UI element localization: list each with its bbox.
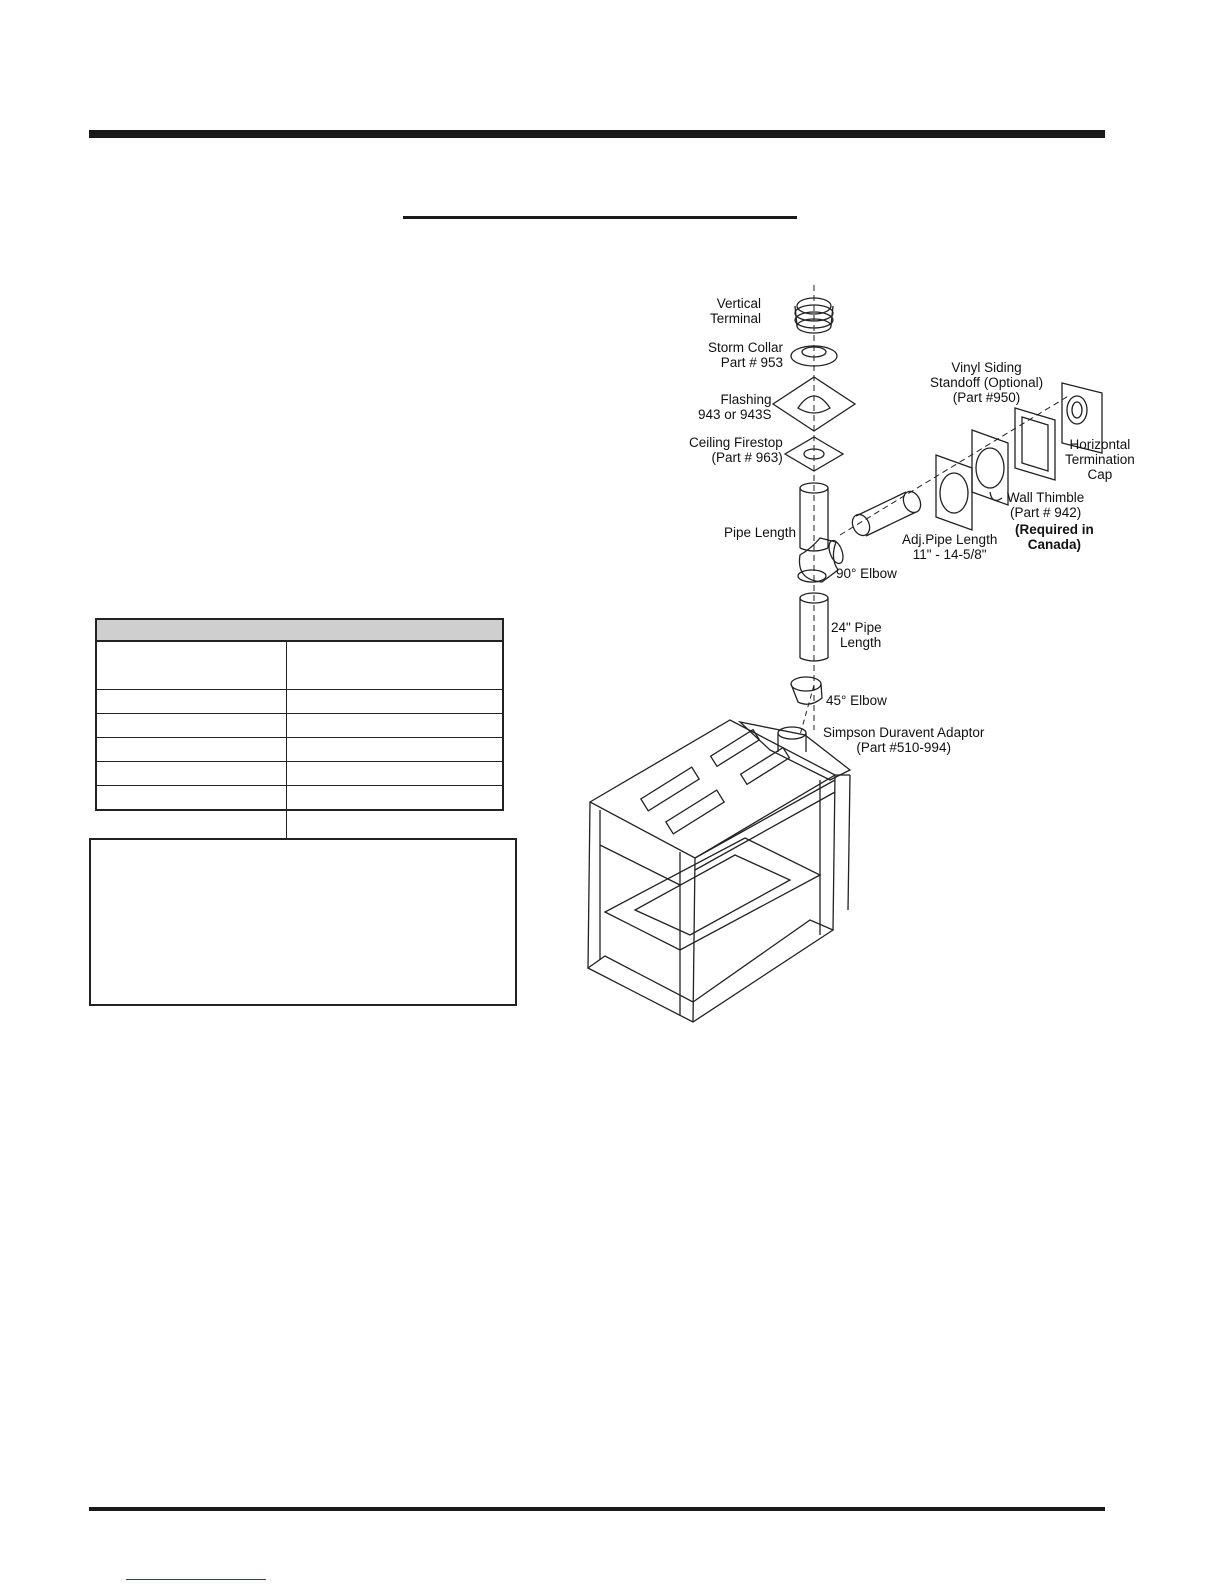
storm-collar-part bbox=[790, 345, 838, 367]
vinyl-siding-part bbox=[1014, 407, 1056, 481]
ceiling-firestop-part bbox=[783, 436, 845, 472]
label-ceiling-firestop: Ceiling Firestop(Part # 963) bbox=[689, 435, 783, 465]
note-box bbox=[89, 838, 517, 1006]
firebox-part bbox=[586, 719, 852, 1023]
table-row-divider bbox=[97, 785, 502, 786]
header-rule bbox=[89, 130, 1105, 138]
table-row-divider bbox=[97, 761, 502, 762]
table-row-divider bbox=[97, 689, 502, 690]
elbow-90-part bbox=[797, 537, 844, 583]
vent-diagram-drawing bbox=[586, 285, 1103, 1023]
title-underline bbox=[403, 216, 797, 219]
label-adaptor: Simpson Duravent Adaptor(Part #510-994) bbox=[823, 725, 985, 755]
adj-pipe-part bbox=[851, 490, 922, 537]
label-elbow-45: 45° Elbow bbox=[826, 693, 887, 708]
elbow-45-part bbox=[790, 676, 823, 705]
table-column-divider bbox=[286, 642, 287, 838]
table-row-divider bbox=[97, 737, 502, 738]
spec-table-header bbox=[97, 620, 502, 642]
pipe-24-part bbox=[799, 592, 829, 662]
label-wall-thimble: Wall Thimble(Part # 942) bbox=[1007, 490, 1085, 520]
footer-rule bbox=[89, 1507, 1105, 1511]
label-pipe-length: Pipe Length bbox=[724, 525, 797, 540]
wall-thimble-part bbox=[935, 429, 1009, 531]
footer-link-underline[interactable] bbox=[126, 1579, 266, 1580]
vertical-terminal-part bbox=[794, 297, 834, 334]
pipe-length-part bbox=[799, 482, 829, 552]
table-row-divider bbox=[97, 713, 502, 714]
flashing-part bbox=[771, 376, 857, 432]
spec-table bbox=[95, 618, 504, 838]
termination-cap-part bbox=[1061, 382, 1103, 454]
label-elbow-90: 90° Elbow bbox=[836, 566, 897, 581]
